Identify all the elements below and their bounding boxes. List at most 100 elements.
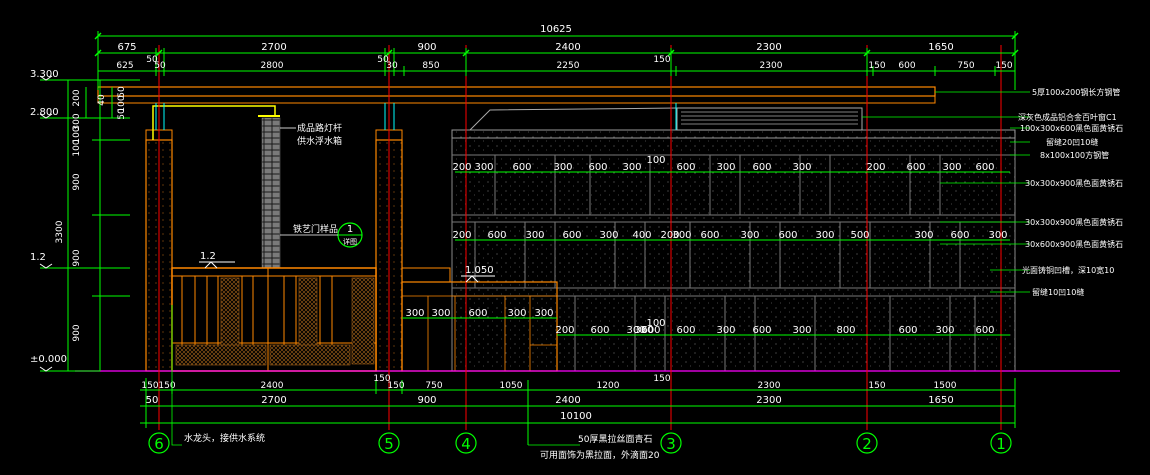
bot-dim-10: 2300 xyxy=(758,381,781,391)
wall-dim3-2: 600 xyxy=(590,325,609,336)
right-note-leaders xyxy=(862,91,1030,293)
wall-dim3-9: 600 xyxy=(752,325,771,336)
left-dim-3300: 3300 xyxy=(55,220,65,243)
gate-level: 1.2 xyxy=(200,251,216,262)
planter-dims: 300 300 600 300 300 xyxy=(405,308,553,319)
note-gate-sample: 铁艺门样品 xyxy=(293,223,338,235)
top-dim-4: 2400 xyxy=(555,42,580,53)
gate-panel-4 xyxy=(175,344,267,366)
bot-dim-6: 750 xyxy=(425,381,442,391)
top-dim2-10: 2300 xyxy=(760,61,783,71)
wall-dim3-8: 300 xyxy=(716,325,735,336)
wall-dim1-14: 300 xyxy=(942,162,961,173)
brick-column xyxy=(261,117,281,269)
top-dim2-6: 30 xyxy=(386,61,398,71)
roof-slope-line xyxy=(469,107,678,131)
wall-dim3-14: 600 xyxy=(975,325,994,336)
left-dim-900a: 900 xyxy=(72,173,82,190)
axis-marker-3 xyxy=(660,432,682,454)
gate-panel-5 xyxy=(269,344,351,366)
wall-dim2-2: 600 xyxy=(487,230,506,241)
left-dimension-labels: 200 100 300 100 900 900 900 3300 40 50 1… xyxy=(55,86,127,342)
right-note-4: 留缝20凹10缝 xyxy=(1046,137,1098,147)
top-dimension-ticks xyxy=(94,32,1019,57)
right-note-3: 100x300x600黑色面黄锈石 xyxy=(1020,123,1123,133)
elevation-3300: 3.300 xyxy=(30,69,59,80)
wall-dim2-11: 600 xyxy=(778,230,797,241)
detail-number: 1 xyxy=(347,224,353,235)
left-notes: 成品路灯杆 供水浮水箱 铁艺门样品 xyxy=(293,122,342,235)
wall-dim1-7: 100 xyxy=(646,155,665,166)
wall-dim2-9: 600 xyxy=(700,230,719,241)
axis-marker-5 xyxy=(378,432,400,454)
elevation-labels: 3.300 2.800 1.2 ±0.000 xyxy=(30,69,67,365)
wall-dim3-1: 200 xyxy=(555,325,574,336)
axis-label-1: 1 xyxy=(996,435,1006,453)
axis-label-2: 2 xyxy=(862,435,872,453)
wall-dim1-9: 300 xyxy=(716,162,735,173)
top-dim-2: 2700 xyxy=(261,42,286,53)
stone-wall xyxy=(451,129,1016,372)
wall-dim2-13: 500 xyxy=(850,230,869,241)
left-dim-100c: 100 xyxy=(117,95,127,112)
top-dim2-2: 50 xyxy=(146,55,158,65)
wall-dim2-10: 300 xyxy=(740,230,759,241)
bot-dim-3: 2400 xyxy=(261,381,284,391)
elevation-markers xyxy=(39,75,53,372)
wall-dim3-11: 800 xyxy=(836,325,855,336)
left-dim-300: 300 xyxy=(72,113,82,130)
wall-dim2-6: 400 xyxy=(632,230,651,241)
cyan-posts xyxy=(155,103,677,130)
wall-dim1-4: 300 xyxy=(553,162,572,173)
right-notes: 5厚100x200钢长方钢管 深灰色成品铝合金百叶窗C1 100x300x600… xyxy=(1018,87,1123,297)
top-dim2-14: 150 xyxy=(995,61,1012,71)
top-dim2-9: 150 xyxy=(653,55,670,65)
top-dim2-5: 50 xyxy=(377,55,389,65)
axis-marker-6 xyxy=(148,432,170,454)
detail-sheet: 详图 xyxy=(343,237,357,246)
right-note-8: 30x600x900黑色面黄锈石 xyxy=(1025,239,1123,249)
top-dimension-lines xyxy=(97,31,1016,90)
left-dim-100b: 100 xyxy=(72,139,82,156)
planter-dim-4: 300 xyxy=(507,308,526,319)
elevation-2800: 2.800 xyxy=(30,107,59,118)
wall-dim1-2: 300 xyxy=(474,162,493,173)
wall-dim1-6: 300 xyxy=(622,162,641,173)
bottom-total-dim: 10100 xyxy=(560,411,592,422)
top-dim2-3: 50 xyxy=(154,61,166,71)
bottom-dims-row1: 150 150 2400 150 150 750 1050 1200 150 2… xyxy=(141,374,956,391)
top-dim2-12: 600 xyxy=(898,61,915,71)
roof-beam xyxy=(97,86,936,97)
wall-dims-row1: 200 300 600 300 600 300 100 600 300 600 … xyxy=(452,155,994,173)
left-dim-40: 40 xyxy=(97,94,107,106)
axis-marker-4 xyxy=(455,432,477,454)
top-dim-5: 2300 xyxy=(756,42,781,53)
planter-dim-3: 600 xyxy=(468,308,487,319)
wall-dim2-1: 200 xyxy=(452,230,471,241)
axis-markers: 6 5 4 3 2 1 xyxy=(148,432,1012,454)
gate-panel-3 xyxy=(351,277,375,365)
top-dim2-8: 2250 xyxy=(557,61,580,71)
wall-dims-row3: 200 600 300 600 300 100 600 300 600 300 … xyxy=(555,318,994,336)
top-total-dim: 10625 xyxy=(540,24,572,35)
note-faucet: 水龙头，接供水系统 xyxy=(184,432,265,444)
wall-dim1-5: 600 xyxy=(588,162,607,173)
axis-lines xyxy=(158,45,1002,430)
bot-dim2-3: 900 xyxy=(417,395,436,406)
wall-dim3-10: 300 xyxy=(792,325,811,336)
wall-dim2-5: 300 xyxy=(599,230,618,241)
left-dim-50: 50 xyxy=(117,86,127,98)
elevation-1200: 1.2 xyxy=(30,252,46,263)
right-note-5: 8x100x100方钢管 xyxy=(1040,150,1109,160)
note-water-tank: 供水浮水箱 xyxy=(297,135,342,147)
wall-dim2-14: 300 xyxy=(914,230,933,241)
axis-label-3: 3 xyxy=(666,435,676,453)
top-dim2-7: 850 xyxy=(422,61,439,71)
left-dimension-lines xyxy=(40,79,140,372)
bot-dim-4: 150 xyxy=(373,374,390,384)
top-dims-row1: 675 2700 900 2400 2300 1650 xyxy=(117,42,953,53)
left-dim-50b: 50 xyxy=(117,108,127,120)
planter-dim-5: 300 xyxy=(534,308,553,319)
note-finish: 可用面饰为黑拉面，外滴面20 xyxy=(540,449,660,461)
